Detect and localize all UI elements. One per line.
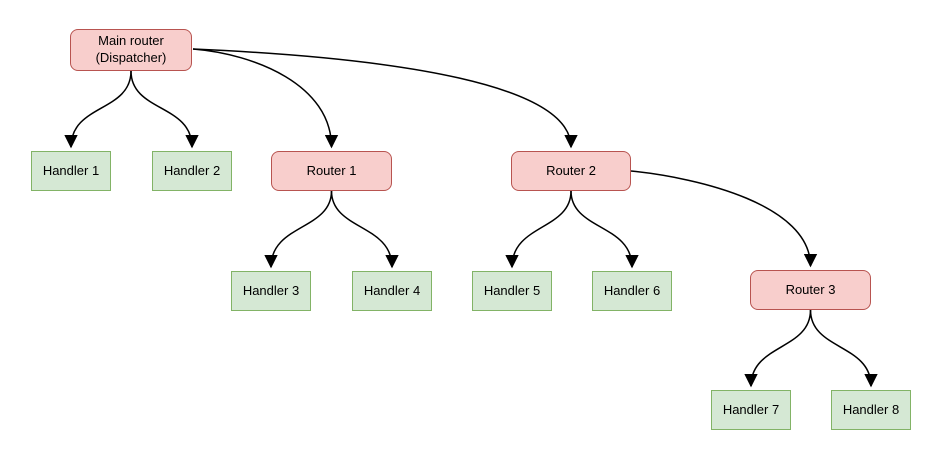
edge-router-2-to-handler-6 — [570, 190, 639, 269]
node-handler-8: Handler 8 — [831, 390, 911, 430]
edge-router-2-to-handler-5 — [505, 190, 572, 269]
edge-main-router-to-router-1 — [192, 48, 339, 149]
edge-router-3-to-handler-8 — [809, 309, 878, 388]
node-handler-4: Handler 4 — [352, 271, 432, 311]
edge-router-3-to-handler-7 — [744, 309, 812, 388]
node-handler-1: Handler 1 — [31, 151, 111, 191]
edge-router-1-to-handler-3 — [264, 190, 333, 269]
edge-router-1-to-handler-4 — [330, 190, 399, 269]
node-handler-7: Handler 7 — [711, 390, 791, 430]
edge-router-2-to-router-3 — [630, 170, 818, 268]
edge-main-router-to-handler-2 — [130, 70, 199, 149]
edge-main-router-to-router-2 — [192, 48, 578, 149]
node-handler-5: Handler 5 — [472, 271, 552, 311]
node-router-1: Router 1 — [271, 151, 392, 191]
node-router-3: Router 3 — [750, 270, 871, 310]
node-handler-3: Handler 3 — [231, 271, 311, 311]
node-handler-2: Handler 2 — [152, 151, 232, 191]
node-router-2: Router 2 — [511, 151, 631, 191]
edge-main-router-to-handler-1 — [64, 70, 132, 149]
node-main-router: Main router (Dispatcher) — [70, 29, 192, 71]
node-handler-6: Handler 6 — [592, 271, 672, 311]
